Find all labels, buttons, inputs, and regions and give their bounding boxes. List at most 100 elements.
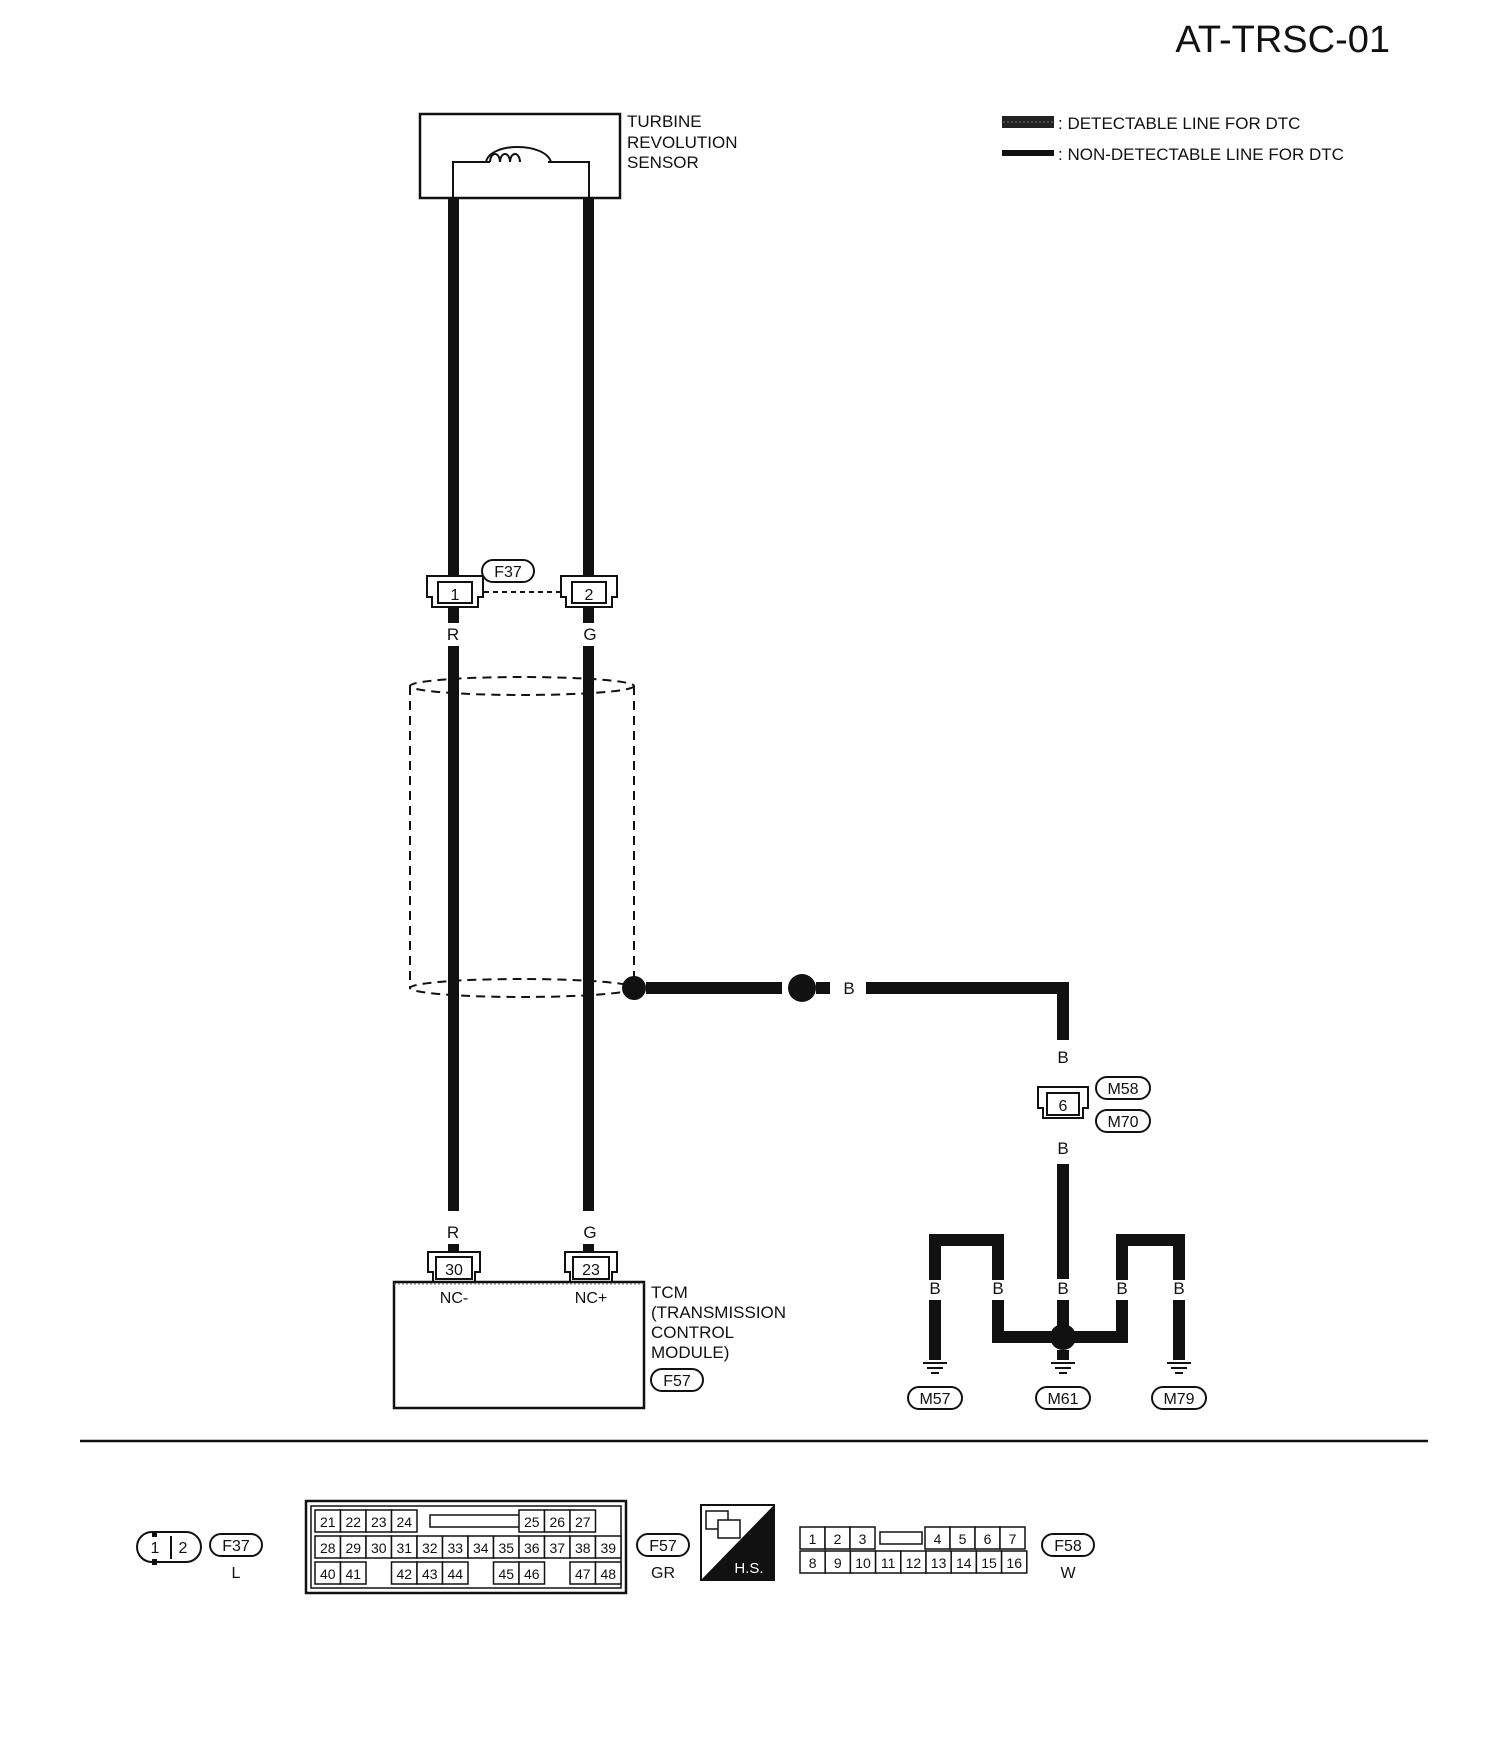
f58-pin-6: 6	[984, 1531, 992, 1547]
f37-view-pin-1: 1	[151, 1540, 160, 1557]
wire-g-upper	[583, 198, 594, 578]
f57-pin-22: 22	[345, 1514, 361, 1530]
f37-view-id: F37	[222, 1538, 250, 1555]
f57-pin-40: 40	[320, 1566, 336, 1582]
joint-pin: 6	[1059, 1098, 1068, 1115]
tcm-label-line1: TCM	[651, 1283, 688, 1302]
f57-pin-45: 45	[498, 1566, 514, 1582]
f58-pin-8: 8	[809, 1555, 817, 1571]
f37-pin-2: 2	[585, 587, 594, 604]
connector-view-f37: 1 2 F37 L	[136, 1531, 263, 1582]
f37-view-pin-2: 2	[179, 1540, 188, 1557]
legend-non-detectable-label: : NON-DETECTABLE LINE FOR DTC	[1058, 145, 1344, 164]
tcm-pin-23-name: NC+	[575, 1290, 607, 1307]
f57-view-color: GR	[651, 1565, 675, 1582]
f57-pin-23: 23	[371, 1514, 387, 1530]
f57-pin-28: 28	[320, 1540, 336, 1556]
f57-pin-31: 31	[396, 1540, 412, 1556]
ground-m79: M79	[1163, 1391, 1194, 1408]
wire-g-lower	[583, 646, 594, 1211]
ground-icon	[1167, 1362, 1191, 1374]
f58-pin-14: 14	[956, 1555, 972, 1571]
diagram-id: AT-TRSC-01	[1175, 19, 1390, 61]
shield-drain-wire: B	[622, 974, 1069, 1040]
f57-pin-30: 30	[371, 1540, 387, 1556]
tcm-label-line4: MODULE)	[651, 1343, 729, 1362]
f57-pin-37: 37	[549, 1540, 565, 1556]
wire-color-b-g4: B	[1116, 1279, 1127, 1298]
tcm: 30 23 NC- NC+ TCM (TRANSMISSION CONTROL …	[392, 1251, 786, 1410]
sensor-label-line2: REVOLUTION	[627, 133, 738, 152]
f37-pin-1: 1	[451, 587, 460, 604]
f58-pin-1: 1	[809, 1531, 817, 1547]
legend: : DETECTABLE LINE FOR DTC : NON-DETECTAB…	[1002, 114, 1344, 164]
wire-color-g-top: G	[583, 625, 596, 644]
f58-key-slot	[879, 1531, 923, 1545]
f57-pin-43: 43	[422, 1566, 438, 1582]
ground-icon	[1051, 1362, 1075, 1374]
wire-color-g-bottom: G	[583, 1223, 596, 1242]
f58-pin-2: 2	[834, 1531, 842, 1547]
f57-pin-21: 21	[320, 1514, 336, 1530]
tcm-pin-30: 30	[445, 1262, 463, 1279]
shield-icon	[409, 676, 635, 998]
f57-pin-47: 47	[575, 1566, 591, 1582]
f57-pin-44: 44	[447, 1566, 463, 1582]
ground-network: B B B B B M57 M61 M79	[907, 1164, 1207, 1410]
legend-detectable-label: : DETECTABLE LINE FOR DTC	[1058, 114, 1300, 133]
wire-r-lower	[448, 646, 459, 1211]
f58-pin-7: 7	[1009, 1531, 1017, 1547]
f57-pin-24: 24	[396, 1514, 412, 1530]
hs-label: H.S.	[734, 1560, 763, 1577]
f58-view-color: W	[1060, 1565, 1076, 1582]
sensor-label-line1: TURBINE	[627, 112, 702, 131]
joint-id-a: M58	[1107, 1081, 1138, 1098]
f37-view-color: L	[232, 1565, 241, 1582]
f58-pin-16: 16	[1006, 1555, 1022, 1571]
legend-non-detectable-swatch	[1002, 150, 1054, 156]
f58-pin-9: 9	[834, 1555, 842, 1571]
f57-pin-35: 35	[498, 1540, 514, 1556]
f57-pin-25: 25	[524, 1514, 540, 1530]
tcm-connector-id: F57	[663, 1373, 691, 1390]
f58-pin-13: 13	[931, 1555, 947, 1571]
ground-m61: M61	[1047, 1391, 1078, 1408]
f58-pin-12: 12	[906, 1555, 922, 1571]
ground-m57: M57	[919, 1391, 950, 1408]
f58-pin-10: 10	[855, 1555, 871, 1571]
tcm-label-line2: (TRANSMISSION	[651, 1303, 786, 1322]
f57-pin-27: 27	[575, 1514, 591, 1530]
f58-pin-15: 15	[981, 1555, 997, 1571]
f58-view-id: F58	[1054, 1538, 1082, 1555]
f57-key-slot	[429, 1514, 529, 1528]
turbine-revolution-sensor: TURBINE REVOLUTION SENSOR	[418, 112, 738, 200]
tcm-label-line3: CONTROL	[651, 1323, 734, 1342]
wire-color-b-g5: B	[1173, 1279, 1184, 1298]
f57-pin-33: 33	[447, 1540, 463, 1556]
wire-color-b-g1: B	[929, 1279, 940, 1298]
f37-id: F37	[494, 564, 522, 581]
f57-pin-36: 36	[524, 1540, 540, 1556]
sensor-box	[418, 112, 622, 200]
wire-color-b-upper: B	[1057, 1048, 1068, 1067]
wire-color-b-g2: B	[992, 1279, 1003, 1298]
connector-m58-m70: 6 M58 M70	[1037, 1076, 1151, 1133]
tcm-pin-23: 23	[582, 1262, 600, 1279]
f58-pin-11: 11	[881, 1555, 896, 1571]
f57-pin-46: 46	[524, 1566, 540, 1582]
joint-id-b: M70	[1107, 1114, 1138, 1131]
sensor-label-line3: SENSOR	[627, 153, 699, 172]
wire-r-upper	[448, 198, 459, 578]
wire-color-b-g3: B	[1057, 1279, 1068, 1298]
f58-pin-4: 4	[934, 1531, 942, 1547]
f57-pin-38: 38	[575, 1540, 591, 1556]
tcm-box	[392, 1280, 646, 1410]
coil-icon	[485, 146, 552, 163]
wire-color-b-lower: B	[1057, 1139, 1068, 1158]
f57-pin-39: 39	[600, 1540, 616, 1556]
f57-pin-42: 42	[396, 1566, 412, 1582]
f58-pin-3: 3	[859, 1531, 867, 1547]
